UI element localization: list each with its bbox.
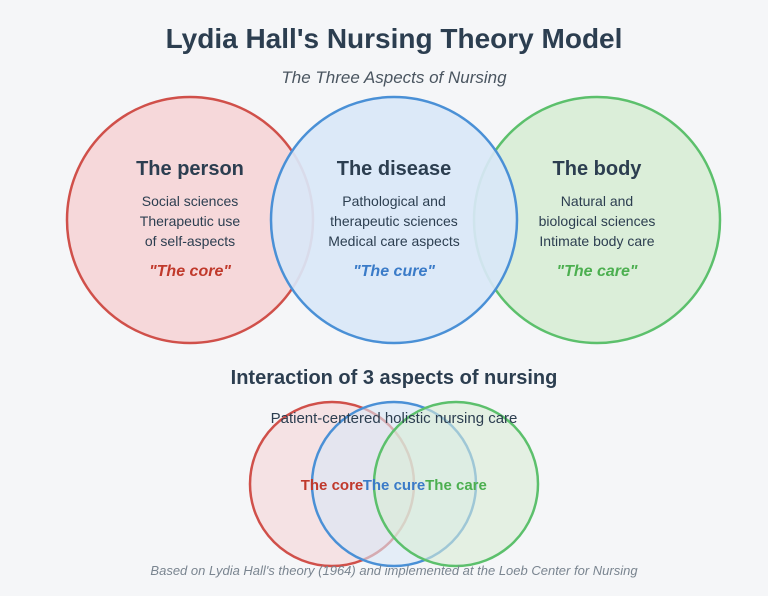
body-line-1: Natural and (561, 193, 633, 209)
disease-line-3: Medical care aspects (328, 233, 460, 249)
person-quote: "The core" (149, 263, 231, 280)
body-line-2: biological sciences (539, 213, 656, 229)
body-line-3: Intimate body care (539, 233, 654, 249)
person-line-3: of self-aspects (145, 233, 235, 249)
core-label: The core (301, 477, 364, 494)
body-quote: "The care" (557, 263, 638, 280)
footer-note: Based on Lydia Hall's theory (1964) and … (150, 563, 638, 578)
care-label: The care (425, 477, 487, 494)
disease-quote: "The cure" (353, 263, 435, 280)
person-line-2: Therapeutic use (140, 213, 241, 229)
page-title: Lydia Hall's Nursing Theory Model (166, 23, 623, 54)
cure-label: The cure (363, 477, 426, 494)
disease-line-1: Pathological and (342, 193, 446, 209)
disease-circle (269, 95, 519, 345)
person-heading: The person (136, 158, 244, 180)
page-subtitle: The Three Aspects of Nursing (281, 68, 507, 87)
disease-line-2: therapeutic sciences (330, 213, 458, 229)
care-small-circle (372, 400, 540, 568)
person-line-1: Social sciences (142, 193, 239, 209)
interaction-title: Interaction of 3 aspects of nursing (231, 367, 558, 389)
disease-heading: The disease (337, 158, 452, 180)
body-heading: The body (553, 158, 643, 180)
interaction-caption: Patient-centered holistic nursing care (271, 410, 518, 427)
